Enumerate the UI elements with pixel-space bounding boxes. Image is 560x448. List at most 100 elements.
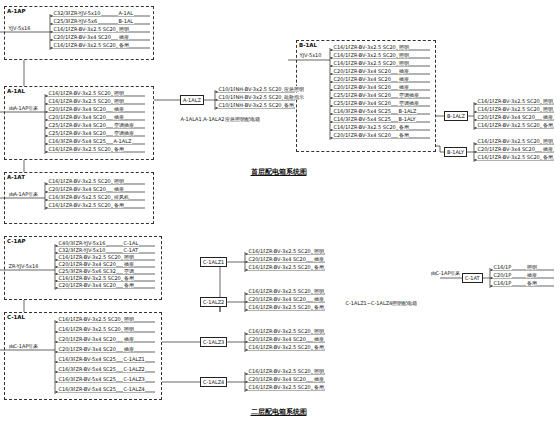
circuit-line bbox=[245, 302, 325, 303]
breaker-spec: C32/3P bbox=[53, 10, 72, 16]
box-to-bus bbox=[227, 262, 245, 263]
cable-spec: ZR-BV-3x2.5 SC20 bbox=[65, 146, 111, 152]
cable-spec: ZR-BV-5x6 SC32 bbox=[75, 268, 116, 274]
breaker-spec: C16/1P bbox=[248, 368, 267, 374]
circuit-line bbox=[45, 184, 145, 185]
cable-spec: ZR-YJV-5x10 bbox=[70, 10, 101, 16]
circuit-line bbox=[245, 334, 325, 335]
box-to-bus bbox=[227, 342, 245, 343]
breaker-spec: C16/1P bbox=[477, 122, 496, 128]
load-name: 插座 bbox=[113, 106, 124, 112]
circuit-line bbox=[330, 122, 430, 123]
feeder-connector bbox=[220, 307, 221, 312]
load-name: 插座 bbox=[313, 256, 324, 262]
feeder-connector bbox=[436, 116, 444, 117]
load-name: B-1AL bbox=[118, 18, 134, 24]
load-name: 插座 bbox=[542, 114, 553, 120]
breaker-spec: C25/1P bbox=[333, 100, 352, 106]
load-name: 插座 bbox=[542, 146, 553, 152]
circuit-line bbox=[45, 136, 145, 137]
load-name: 插座 bbox=[313, 376, 324, 382]
source-note: 由A-1AP引来 bbox=[8, 191, 39, 197]
circuit-line bbox=[330, 58, 430, 59]
circuit-line bbox=[474, 128, 554, 129]
breaker-spec: C20/1P bbox=[248, 336, 267, 342]
cable-note: YJV-5x16 bbox=[8, 25, 31, 31]
breaker-spec: C16/3P bbox=[58, 386, 77, 392]
circuit-line bbox=[45, 152, 145, 153]
load-name: 空调插座 bbox=[398, 92, 419, 98]
bus-bar bbox=[330, 48, 331, 140]
load-name: 备用 bbox=[313, 264, 324, 270]
breaker-spec: C16/1P bbox=[248, 384, 267, 390]
source-note: 由A-1AP引来 bbox=[8, 105, 39, 111]
cable-spec: ZR-BV-3x2.5 SC20 bbox=[494, 122, 540, 128]
load-name: 照明 bbox=[123, 254, 134, 260]
feeder-connector bbox=[154, 100, 180, 101]
load-name: 备用 bbox=[398, 132, 409, 138]
cable-spec: ZR-BV-3x4 SC20 bbox=[65, 114, 106, 120]
cable-spec: ZR-BV-3x4 SC20 bbox=[65, 130, 106, 136]
load-name: 空调插座 bbox=[398, 100, 419, 106]
cable-spec: ZR-BV-3x2.5 SC20 bbox=[265, 288, 311, 294]
cable-spec: ZR-BV-3x2.5 SC20 bbox=[70, 26, 116, 32]
load-name: 插座 bbox=[398, 84, 409, 90]
load-name: 插座 bbox=[313, 336, 324, 342]
subpanel-box: C-1ALZ4 bbox=[200, 377, 227, 387]
load-name: 照明 bbox=[313, 288, 324, 294]
cable-spec: ZR-BV-3x4 SC20 bbox=[494, 114, 535, 120]
cable-spec: ZR-BV-5x4 SC25 bbox=[75, 386, 116, 392]
load-name: 备用 bbox=[123, 275, 134, 281]
breaker-spec: C25/1P bbox=[333, 92, 352, 98]
breaker-spec: C16/3P bbox=[333, 108, 352, 114]
cable-spec: ZR-BV-3x2.5 SC20 bbox=[494, 154, 540, 160]
feeder-connector bbox=[24, 60, 25, 86]
feeder-connector bbox=[24, 160, 25, 172]
load-name: 插座 bbox=[526, 272, 537, 278]
load-name: A-1ALZ bbox=[113, 138, 132, 144]
circuit-line bbox=[474, 112, 554, 113]
breaker-spec: C20/1P bbox=[58, 336, 77, 342]
circuit-line bbox=[50, 40, 150, 41]
cable-spec: ZR-BV-3x2.5 SC20 bbox=[494, 106, 540, 112]
load-name: 照明 bbox=[398, 52, 409, 58]
load-name: 插座 bbox=[113, 114, 124, 120]
breaker-spec: C20/1P bbox=[248, 296, 267, 302]
breaker-spec: C20/1P bbox=[48, 186, 67, 192]
subpanel-box: C-1ALZ3 bbox=[200, 337, 227, 347]
breaker-spec: C20/1P bbox=[333, 132, 352, 138]
breaker-spec: C10/1P bbox=[218, 102, 237, 108]
load-name: 照明 bbox=[123, 316, 134, 322]
cable-spec: ZR-BV-3x4 SC20 bbox=[75, 282, 116, 288]
circuit-line bbox=[245, 342, 325, 343]
circuit-line bbox=[45, 192, 145, 193]
breaker-spec: C16/1P bbox=[48, 98, 67, 104]
breaker-spec: C16/1P bbox=[248, 248, 267, 254]
circuit-line bbox=[330, 106, 430, 107]
breaker-spec: C25/1P bbox=[48, 130, 67, 136]
cable-spec: ZR-BV-3x4 SC20 bbox=[265, 256, 306, 262]
circuit-line bbox=[474, 120, 554, 121]
incoming-feeder bbox=[288, 60, 330, 61]
circuit-line bbox=[55, 332, 155, 333]
circuit-line bbox=[55, 382, 155, 383]
circuit-line bbox=[245, 294, 325, 295]
circuit-line bbox=[330, 114, 430, 115]
load-name: 照明 bbox=[542, 106, 553, 112]
breaker-spec: C16/1P bbox=[477, 98, 496, 104]
cable-spec: ZR-BV-3x2.5 SC20 bbox=[65, 178, 111, 184]
breaker-spec: C20/1P bbox=[333, 68, 352, 74]
circuit-line bbox=[50, 32, 150, 33]
breaker-spec: C25/3P bbox=[53, 18, 72, 24]
incoming-feeder bbox=[0, 198, 45, 199]
cable-spec: ZR-BV-3x4 SC20 bbox=[70, 34, 111, 40]
load-name: 备用 bbox=[113, 202, 124, 208]
circuit-line bbox=[215, 100, 295, 101]
load-name: 空调插座 bbox=[113, 130, 134, 136]
breaker-spec: C16/1P bbox=[333, 44, 352, 50]
breaker-spec: C16/3P bbox=[333, 116, 352, 122]
breaker-spec: C16/3P bbox=[58, 366, 77, 372]
subpanel-box: B-1ALY bbox=[444, 147, 467, 157]
breaker-spec: C16/1P bbox=[48, 178, 67, 184]
